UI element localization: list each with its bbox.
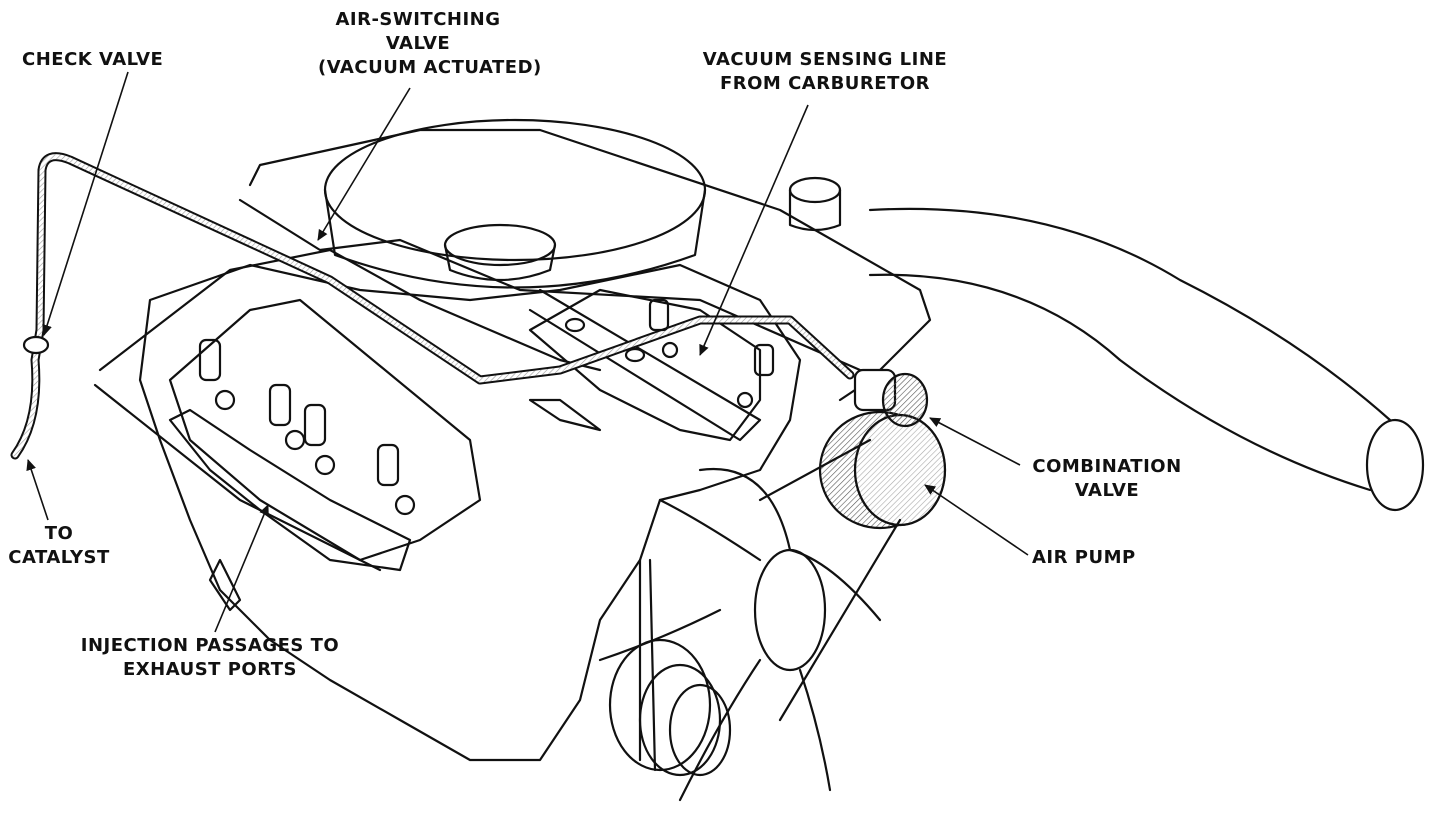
air-pump-leader (924, 484, 1029, 556)
vacuum-line-leader (699, 104, 809, 356)
vacuum-sensing-line-label: VACUUM SENSING LINE FROM CARBURETOR (690, 48, 960, 96)
pulleys (608, 438, 902, 777)
air-switching-leader (317, 87, 411, 241)
combination-line-2: VALVE (1074, 480, 1140, 501)
fan (598, 467, 882, 802)
combination-valve-label: COMBINATION VALVE (1022, 455, 1192, 503)
vacuum-line-2: FROM CARBURETOR (719, 73, 931, 94)
air-manifold-tube (248, 128, 932, 402)
to-catalyst-label: TO CATALYST (4, 522, 114, 570)
intake-duct (868, 207, 1392, 422)
manifold-right (528, 398, 602, 432)
combination-valve-leader (929, 417, 1021, 466)
air-switching-line-3: (VACUUM ACTUATED) (318, 57, 542, 78)
air-switching-line-2: VALVE (385, 33, 451, 54)
injection-passages-leader (214, 504, 269, 633)
check-valve-leader (42, 71, 129, 336)
air-cleaner (323, 118, 707, 262)
injectors-right (564, 298, 775, 409)
injectors-left (198, 338, 416, 516)
check-valve-label: CHECK VALVE (22, 49, 164, 70)
vacuum-line-1: VACUUM SENSING LINE (702, 49, 948, 70)
injection-passages-label: INJECTION PASSAGES TO EXHAUST PORTS (60, 634, 360, 682)
air-switching-line-1: AIR-SWITCHING (335, 9, 501, 30)
air-cleaner-side (323, 188, 707, 289)
check-valve (22, 335, 50, 355)
to-catalyst-line-2: CATALYST (8, 547, 110, 568)
to-catalyst-line-1: TO (44, 523, 74, 544)
valve-cover-left (168, 298, 482, 562)
combination-line-1: COMBINATION (1032, 456, 1182, 477)
injection-line-2: EXHAUST PORTS (122, 659, 298, 680)
air-switching-valve-label: AIR-SWITCHING VALVE (VACUUM ACTUATED) (318, 8, 542, 80)
manifold-left (168, 408, 412, 572)
air-pump-label: AIR PUMP (1032, 547, 1136, 568)
injection-line-1: INJECTION PASSAGES TO (80, 635, 340, 656)
to-catalyst-leader (26, 459, 49, 521)
